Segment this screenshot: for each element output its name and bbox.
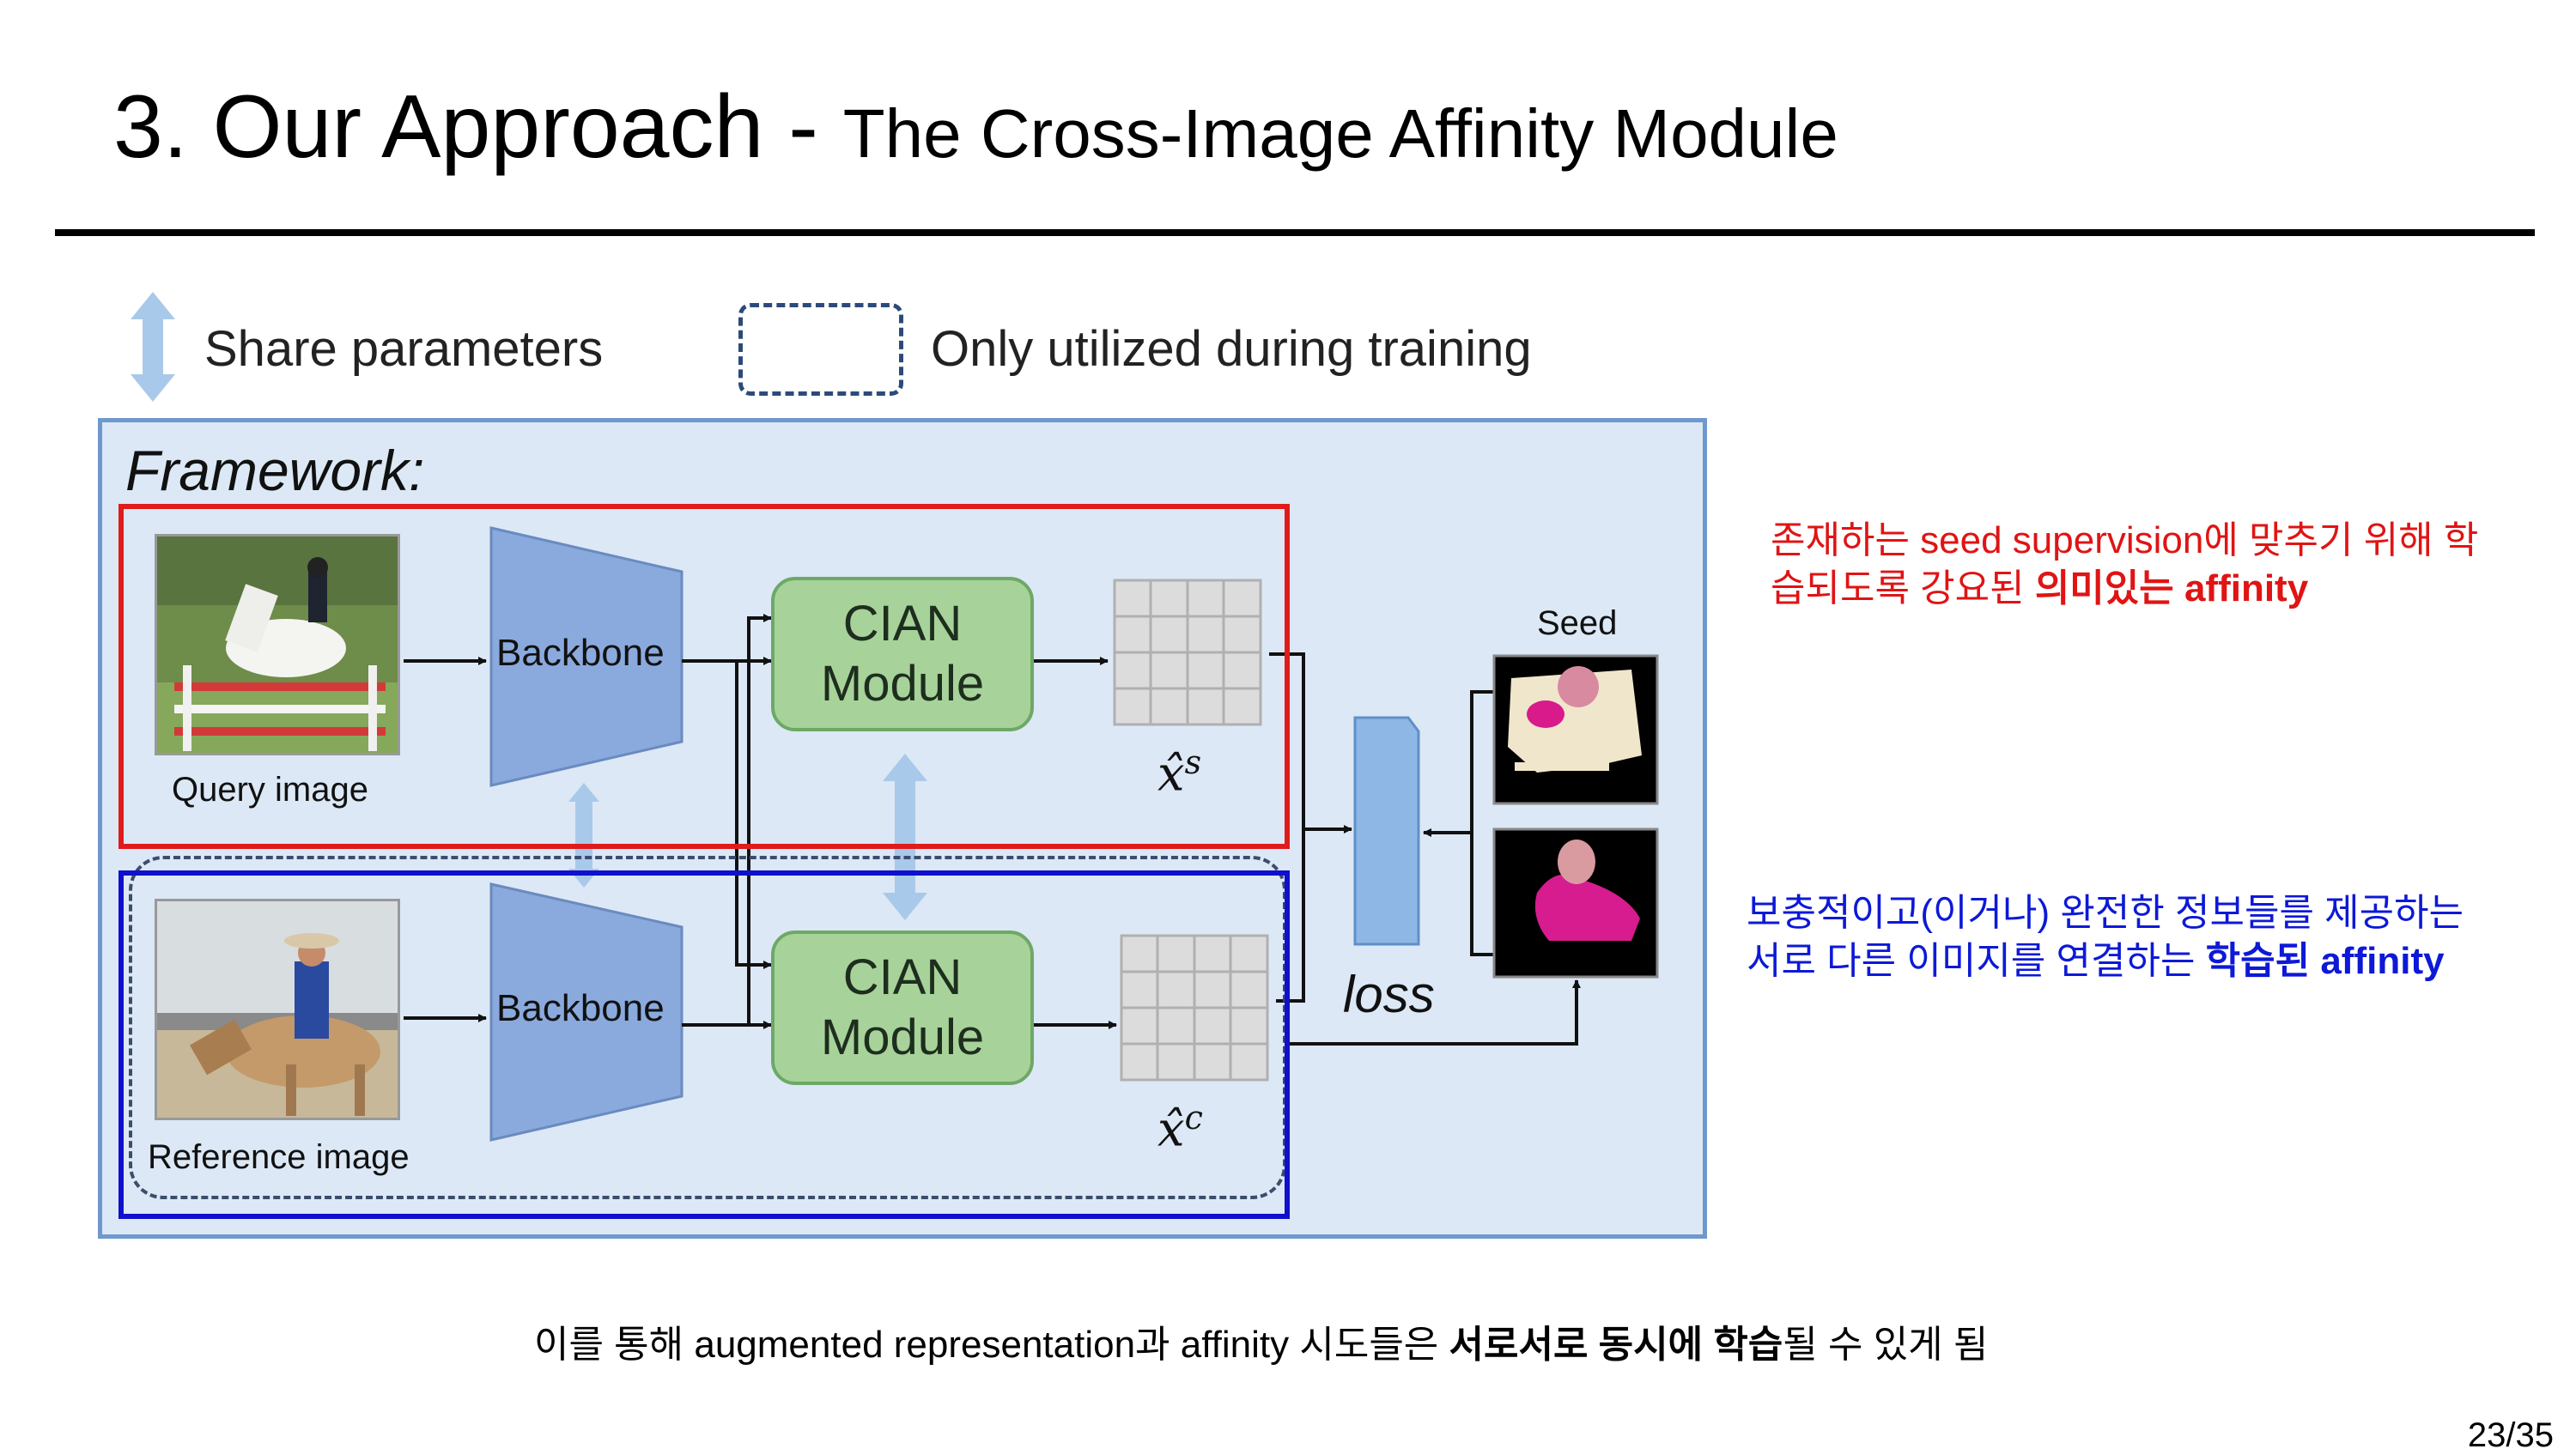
loss-block [1353, 716, 1420, 946]
reference-image [155, 899, 400, 1120]
blue-annotation-line2: 서로 다른 이미지를 연결하는 [1747, 940, 2206, 982]
title-main: 3. Our Approach - [113, 77, 843, 177]
seed-map-reference [1492, 828, 1659, 979]
query-image [155, 534, 400, 755]
legend-only-training: Only utilized during training [931, 321, 1532, 377]
reference-image-label: Reference image [148, 1138, 410, 1176]
legend-dashed-box-icon [738, 303, 903, 396]
page-number: 23/35 [2467, 1416, 2554, 1454]
backbone-reference [489, 882, 683, 1142]
backbone-label-reference: Backbone [496, 987, 665, 1029]
red-annotation-line2: 습되도록 강요된 [1771, 567, 2035, 609]
affinity-grid-c [1120, 934, 1269, 1082]
slide-title: 3. Our Approach - The Cross-Image Affini… [113, 82, 1838, 172]
query-branch-highlight [118, 504, 1290, 849]
reference-branch-highlight [118, 870, 1290, 1219]
title-sub: The Cross-Image Affinity Module [842, 95, 1838, 172]
blue-annotation: 보충적이고(이거나) 완전한 정보들를 제공하는 서로 다른 이미지를 연결하는… [1747, 889, 2464, 985]
affinity-grid-s [1113, 579, 1262, 726]
backbone-share-arrow-icon [568, 783, 599, 888]
cian-line1: CIAN [842, 596, 963, 652]
cian-line1: CIAN [842, 949, 963, 1006]
loss-label: loss [1343, 966, 1435, 1023]
legend-share-parameters: Share parameters [204, 321, 604, 377]
bottom-caption-bold: 서로서로 동시에 학습 [1449, 1324, 1783, 1366]
xhat-c-label: x̂c [1157, 1099, 1203, 1158]
blue-annotation-line1: 보충적이고(이거나) 완전한 정보들를 제공하는 [1747, 892, 2464, 934]
backbone-label-query: Backbone [496, 632, 665, 674]
red-annotation-line1: 존재하는 seed supervision에 맞추기 위해 학 [1771, 519, 2479, 561]
title-divider [55, 229, 2535, 236]
cian-share-arrow-icon [883, 754, 927, 920]
red-annotation: 존재하는 seed supervision에 맞추기 위해 학 습되도록 강요된… [1771, 517, 2478, 613]
cian-line2: Module [820, 1009, 985, 1065]
bottom-caption: 이를 통해 augmented representation과 affinity… [534, 1324, 1989, 1366]
cian-line2: Module [820, 656, 985, 712]
query-image-label: Query image [172, 771, 368, 809]
seed-label: Seed [1537, 604, 1618, 642]
share-parameters-arrow-icon [131, 292, 175, 402]
red-annotation-bold: 의미있는 affinity [2034, 567, 2309, 609]
seed-map-query [1492, 654, 1659, 805]
framework-label: Framework: [125, 439, 425, 502]
xhat-s-label: x̂s [1157, 743, 1202, 803]
backbone-query [489, 526, 683, 787]
blue-annotation-bold: 학습된 affinity [2205, 940, 2445, 982]
